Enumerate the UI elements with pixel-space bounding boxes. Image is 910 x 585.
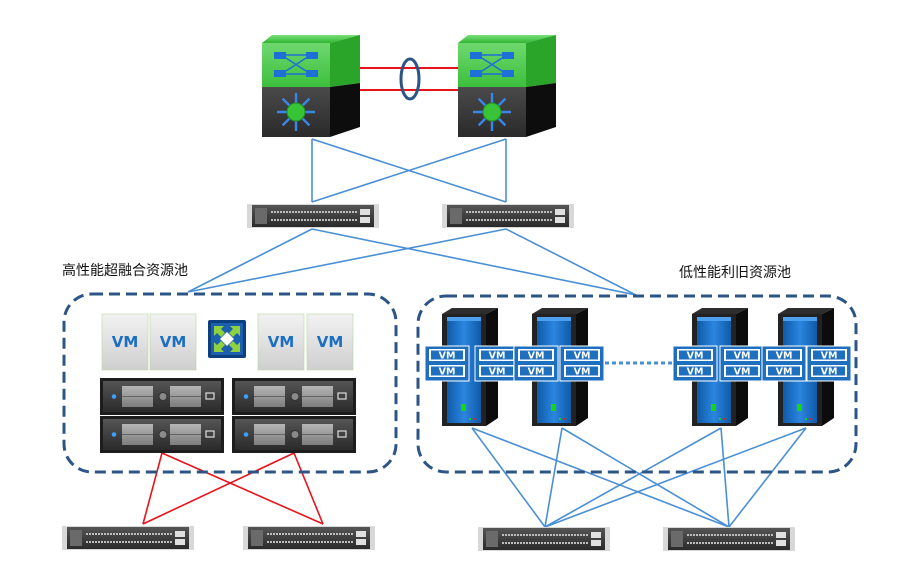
vm-tile: VM [101,313,149,371]
access-link [728,427,807,528]
vm-tile: VM [149,313,197,371]
uplink [311,228,637,296]
vm-label: VM [821,367,838,378]
access-link [544,427,563,528]
uplink [187,228,313,293]
vm-stack-icon: VM VM [672,345,718,382]
agg-switch-icon [442,204,574,228]
hyperconverged-pool-border [62,292,398,474]
access-link [544,427,807,528]
vm-label: VM [776,351,793,362]
lag-ring-icon [399,57,421,101]
rack-server-icon [100,378,224,415]
vm-label: VM [317,333,344,351]
core-switch-icon [458,35,556,137]
vm-label: VM [734,367,751,378]
vm-stack-icon: VM VM [806,345,852,382]
legacy-access-links [471,427,807,528]
hypervisor-icon [208,320,246,358]
storage-link [161,452,324,525]
rack-server-icon [232,378,356,415]
access-switch-icon [663,527,795,551]
vm-label: VM [489,367,506,378]
aggregation-to-pool-links [187,228,637,296]
core-switch-icon [262,35,360,137]
vm-label: VM [821,351,838,362]
vm-stack-icon: VM VM [424,345,470,382]
vm-label: VM [528,351,545,362]
access-link [544,427,722,528]
access-link [720,427,730,528]
storage-switch-icon [243,526,375,550]
vm-label: VM [687,367,704,378]
vm-stack-icon: VM VM [513,345,559,382]
storage-links [142,452,324,525]
vm-label: VM [574,351,591,362]
access-link [561,427,730,528]
legacy-pool-title: 低性能利旧资源池 [679,265,791,281]
vm-label: VM [268,333,295,351]
vm-stack-icon: VM VM [761,345,807,382]
vm-label: VM [112,333,139,351]
uplink [311,138,507,203]
vm-label: VM [574,367,591,378]
vm-label: VM [776,367,793,378]
core-to-aggregation-links [311,138,507,203]
vm-tile: VM [257,313,305,371]
vm-label: VM [528,367,545,378]
storage-link [142,452,295,525]
vm-label: VM [439,367,456,378]
vm-label: VM [489,351,506,362]
vm-tile: VM [306,313,354,371]
rack-server-icon [100,416,224,453]
agg-switch-icon [247,204,379,228]
vm-label: VM [439,351,456,362]
storage-link [293,452,324,525]
vm-stack-icon: VM VM [719,345,765,382]
vm-label: VM [160,333,187,351]
access-link [471,427,546,528]
vm-label: VM [687,351,704,362]
rack-server-icon [232,416,356,453]
uplink [505,228,637,296]
legacy-pool-border [416,294,858,474]
vm-stack-icon: VM VM [559,345,605,382]
storage-switch-icon [62,526,194,550]
hyperconverged-pool-title: 高性能超融合资源池 [62,263,188,279]
vm-stack-icon: VM VM [474,345,520,382]
access-link [471,427,730,528]
access-switch-icon [478,527,610,551]
vm-label: VM [734,351,751,362]
uplink [187,228,507,293]
storage-link [142,452,163,525]
